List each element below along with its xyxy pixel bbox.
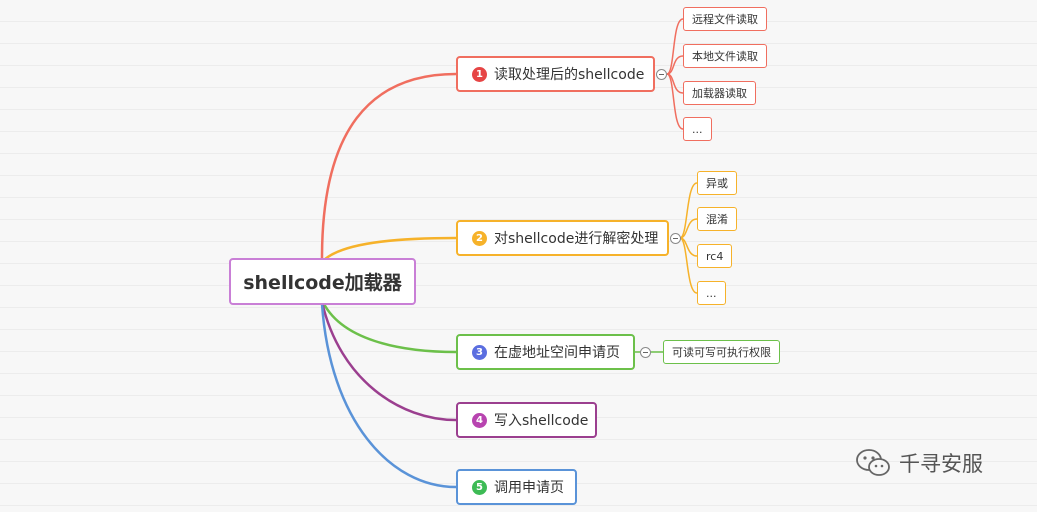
link-b1-child-1 <box>666 18 684 75</box>
branch-topic-5[interactable]: 5 调用申请页 <box>456 469 577 505</box>
branch-topic-1-label: 读取处理后的shellcode <box>494 67 645 83</box>
leaf-local-file-read[interactable]: 本地文件读取 <box>683 44 767 68</box>
number-badge-2: 2 <box>472 230 487 246</box>
link-root-branch-1 <box>320 72 457 259</box>
root-topic[interactable]: shellcode加载器 <box>229 258 416 305</box>
link-root-branch-3 <box>320 299 457 354</box>
leaf-ellipsis-1[interactable]: ... <box>683 117 712 141</box>
collapse-toggle-icon[interactable] <box>670 233 681 244</box>
leaf-rwx-permission[interactable]: 可读可写可执行权限 <box>663 340 780 364</box>
leaf-xor[interactable]: 异或 <box>697 171 737 195</box>
collapse-toggle-icon[interactable] <box>656 69 667 80</box>
number-badge-1: 1 <box>472 66 487 82</box>
leaf-rc4[interactable]: rc4 <box>697 244 733 268</box>
branch-topic-2-label: 对shellcode进行解密处理 <box>494 231 659 247</box>
branch-topic-3-label: 在虚地址空间申请页 <box>494 345 620 361</box>
root-topic-label: shellcode加载器 <box>243 272 402 294</box>
link-b2-child-2 <box>679 218 698 239</box>
number-badge-4: 4 <box>472 412 487 428</box>
wechat-icon <box>856 449 890 476</box>
link-root-branch-5 <box>320 303 457 489</box>
branch-topic-1[interactable]: 1 读取处理后的shellcode <box>456 56 655 92</box>
branch-topic-4-label: 写入shellcode <box>494 413 589 429</box>
watermark: 千寻安服 <box>855 448 983 478</box>
branch-topic-3[interactable]: 3 在虚地址空间申请页 <box>456 334 635 370</box>
number-badge-3: 3 <box>472 344 487 360</box>
branch-topic-2[interactable]: 2 对shellcode进行解密处理 <box>456 220 669 256</box>
branch-topic-5-label: 调用申请页 <box>494 480 564 496</box>
leaf-ellipsis-2[interactable]: ... <box>697 281 726 305</box>
leaf-remote-file-read[interactable]: 远程文件读取 <box>683 7 767 31</box>
link-b1-child-4 <box>666 73 684 130</box>
collapse-toggle-icon[interactable] <box>640 347 651 358</box>
watermark-text: 千寻安服 <box>899 452 983 476</box>
leaf-loader-read[interactable]: 加载器读取 <box>683 81 756 105</box>
leaf-obfuscation[interactable]: 混淆 <box>697 207 737 231</box>
link-b1-child-2 <box>666 55 684 75</box>
branch-topic-4[interactable]: 4 写入shellcode <box>456 402 597 438</box>
number-badge-5: 5 <box>472 479 487 495</box>
link-root-branch-4 <box>320 301 457 422</box>
link-b2-child-4 <box>679 237 698 294</box>
link-root-branch-2 <box>321 236 457 263</box>
link-b2-child-1 <box>679 182 698 239</box>
